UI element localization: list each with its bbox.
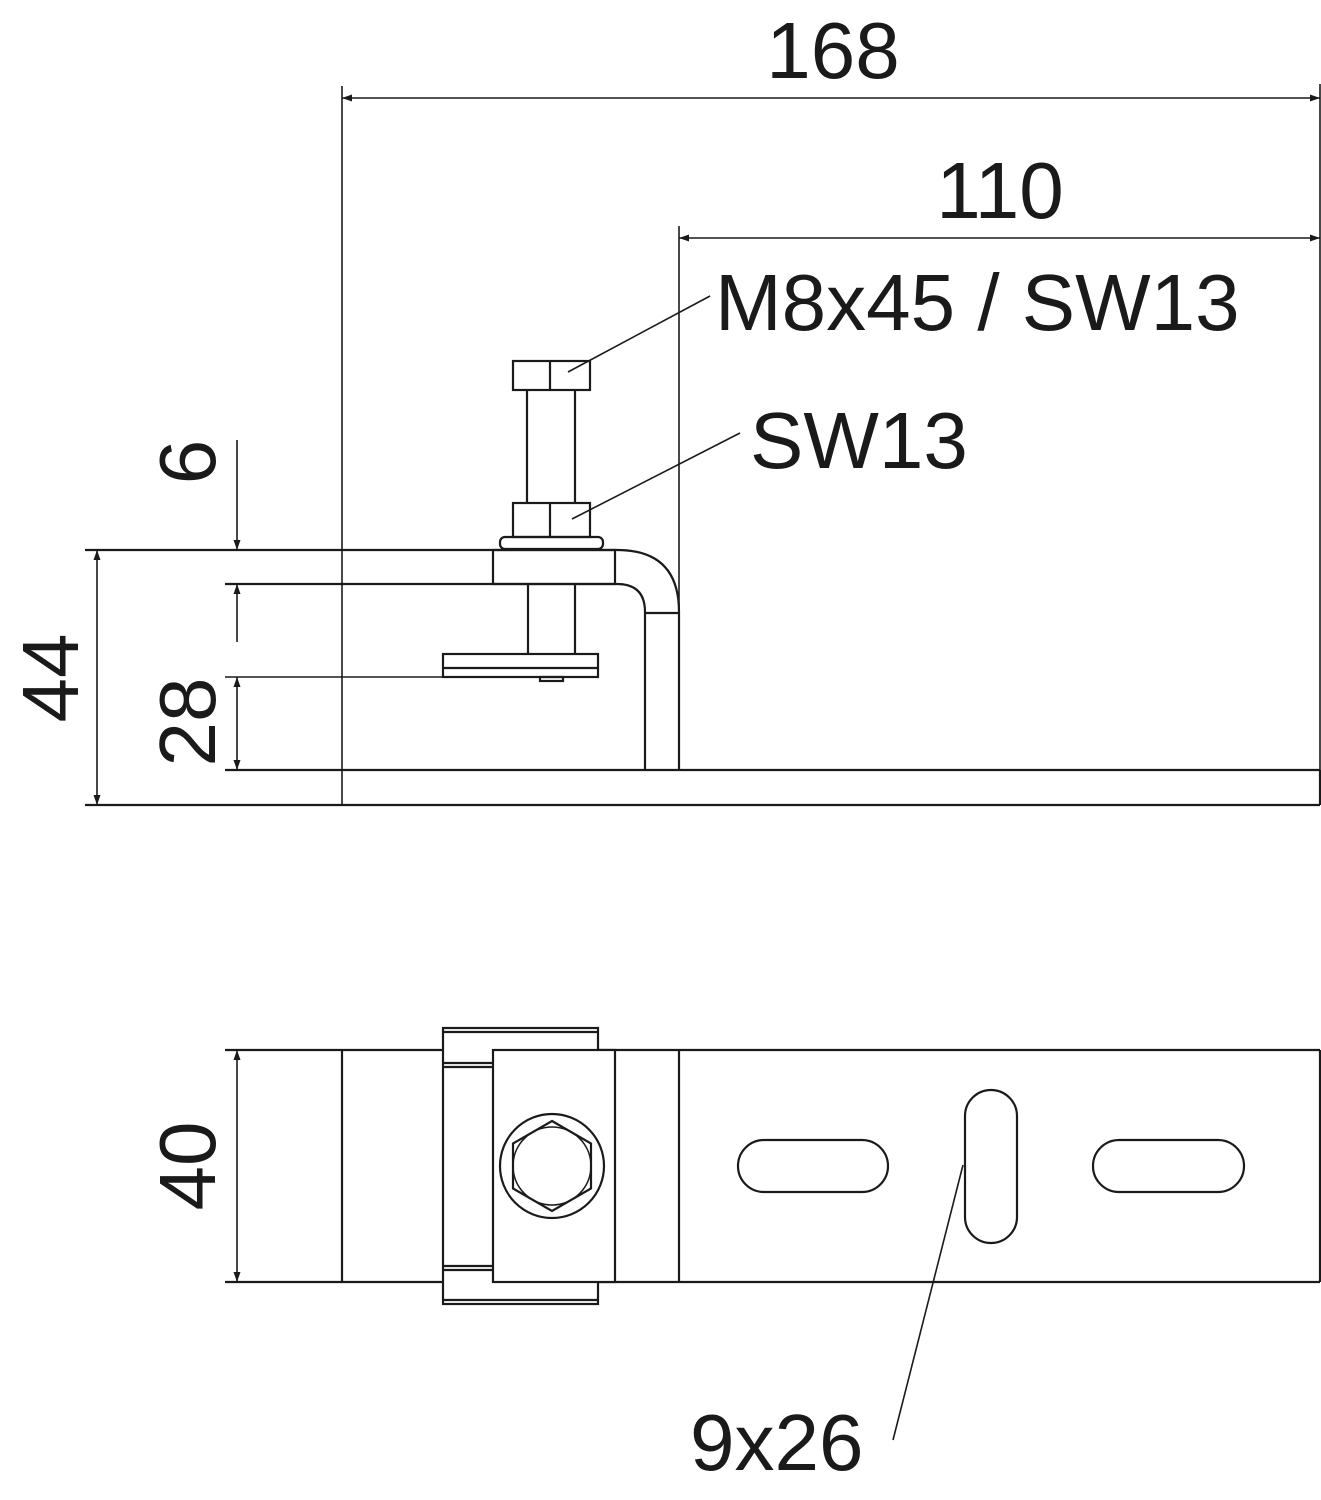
nut-leader-line	[571, 432, 741, 520]
side-view: 168 110 M8x45 / SW13 SW13	[6, 6, 1321, 807]
bolt-leader-line	[567, 295, 711, 373]
slot-label: 9x26	[690, 1398, 863, 1487]
slot	[736, 1138, 890, 1194]
dimension-168: 168	[766, 6, 899, 95]
hex-bolt-head	[511, 1119, 593, 1213]
dimension-44: 44	[6, 634, 95, 723]
dimension-28: 28	[143, 678, 232, 767]
bracket-profile	[85, 548, 1321, 807]
nut-label: SW13	[750, 396, 968, 485]
slot-leader-line	[892, 1164, 964, 1441]
bolt	[441, 359, 605, 683]
dimension-110: 110	[936, 146, 1064, 235]
dimension-40: 40	[143, 1122, 232, 1211]
top-view: 9x26 40	[143, 1026, 1321, 1487]
bolt-label: M8x45 / SW13	[715, 258, 1240, 347]
slot	[963, 1088, 1019, 1245]
slot	[1091, 1138, 1246, 1194]
washer	[498, 1112, 606, 1220]
bolt-head-chamfer	[512, 1126, 592, 1206]
dimension-6: 6	[143, 440, 232, 485]
clamp	[441, 1026, 617, 1306]
